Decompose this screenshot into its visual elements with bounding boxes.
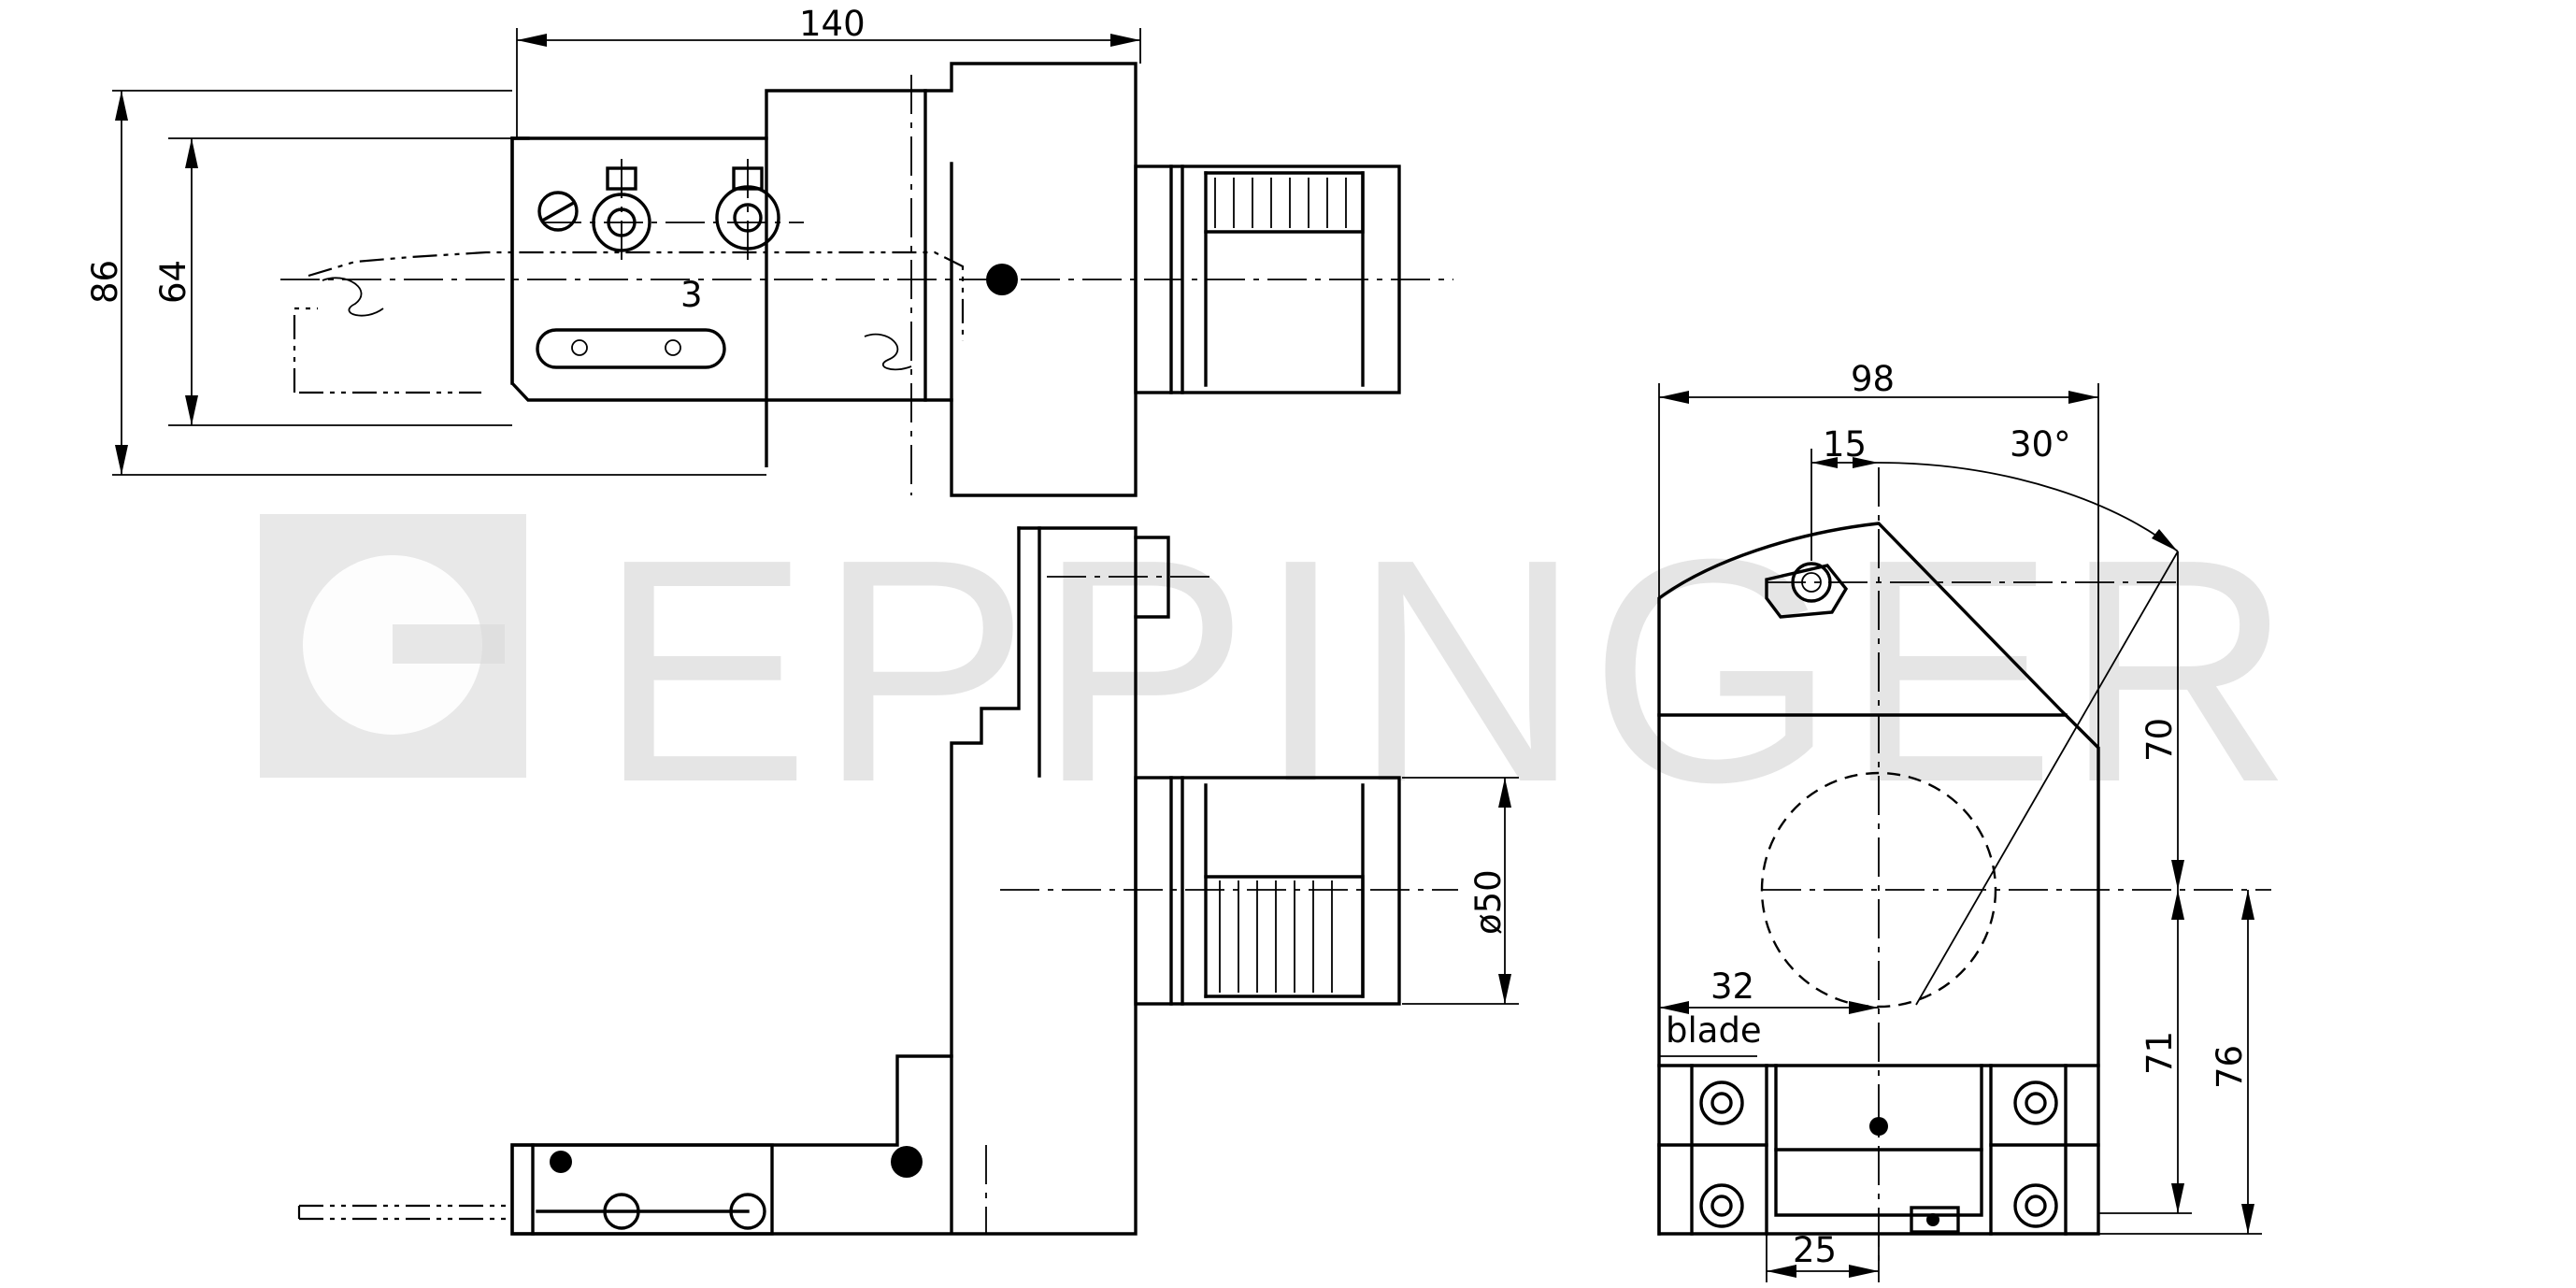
dim-76: 76 — [2098, 890, 2262, 1235]
dim-140: 140 — [516, 4, 1141, 138]
dim-label-angle: 30° — [2010, 424, 2071, 465]
dim-label-64: 64 — [153, 260, 193, 304]
dim-label-15: 15 — [1823, 424, 1867, 465]
dim-70: 70 — [2140, 551, 2184, 890]
top-view: 3 — [112, 62, 1453, 497]
dim-label-140: 140 — [799, 4, 866, 44]
dim-98: 98 — [1658, 359, 2099, 748]
dim-15: 15 — [1810, 424, 1879, 561]
front-view — [297, 526, 1458, 1236]
blade-label: blade — [1666, 1010, 1762, 1051]
dim-label-98: 98 — [1851, 359, 1895, 399]
dim-diameter-50: ø50 — [1402, 777, 1519, 1005]
thread-mark: 3 — [680, 275, 703, 315]
dim-71: 71 — [2098, 890, 2192, 1214]
dim-label-d50: ø50 — [1468, 869, 1509, 935]
dim-label-71: 71 — [2140, 1031, 2180, 1075]
side-view — [1657, 467, 2271, 1262]
dim-32: 32 blade — [1659, 966, 1879, 1057]
watermark-brand: EPPINGER — [598, 494, 2300, 849]
dim-label-86: 86 — [85, 260, 125, 304]
dim-64: 64 — [153, 138, 198, 425]
watermark: EPPINGER — [260, 494, 2300, 849]
dim-86: 86 — [85, 91, 128, 475]
dim-label-25: 25 — [1793, 1230, 1837, 1270]
dim-25: 25 — [1766, 1230, 1880, 1282]
dim-label-76: 76 — [2210, 1045, 2250, 1089]
dim-angle-30: 30° — [1878, 424, 2179, 552]
dim-label-70: 70 — [2140, 718, 2180, 762]
dim-label-32: 32 — [1710, 966, 1754, 1007]
